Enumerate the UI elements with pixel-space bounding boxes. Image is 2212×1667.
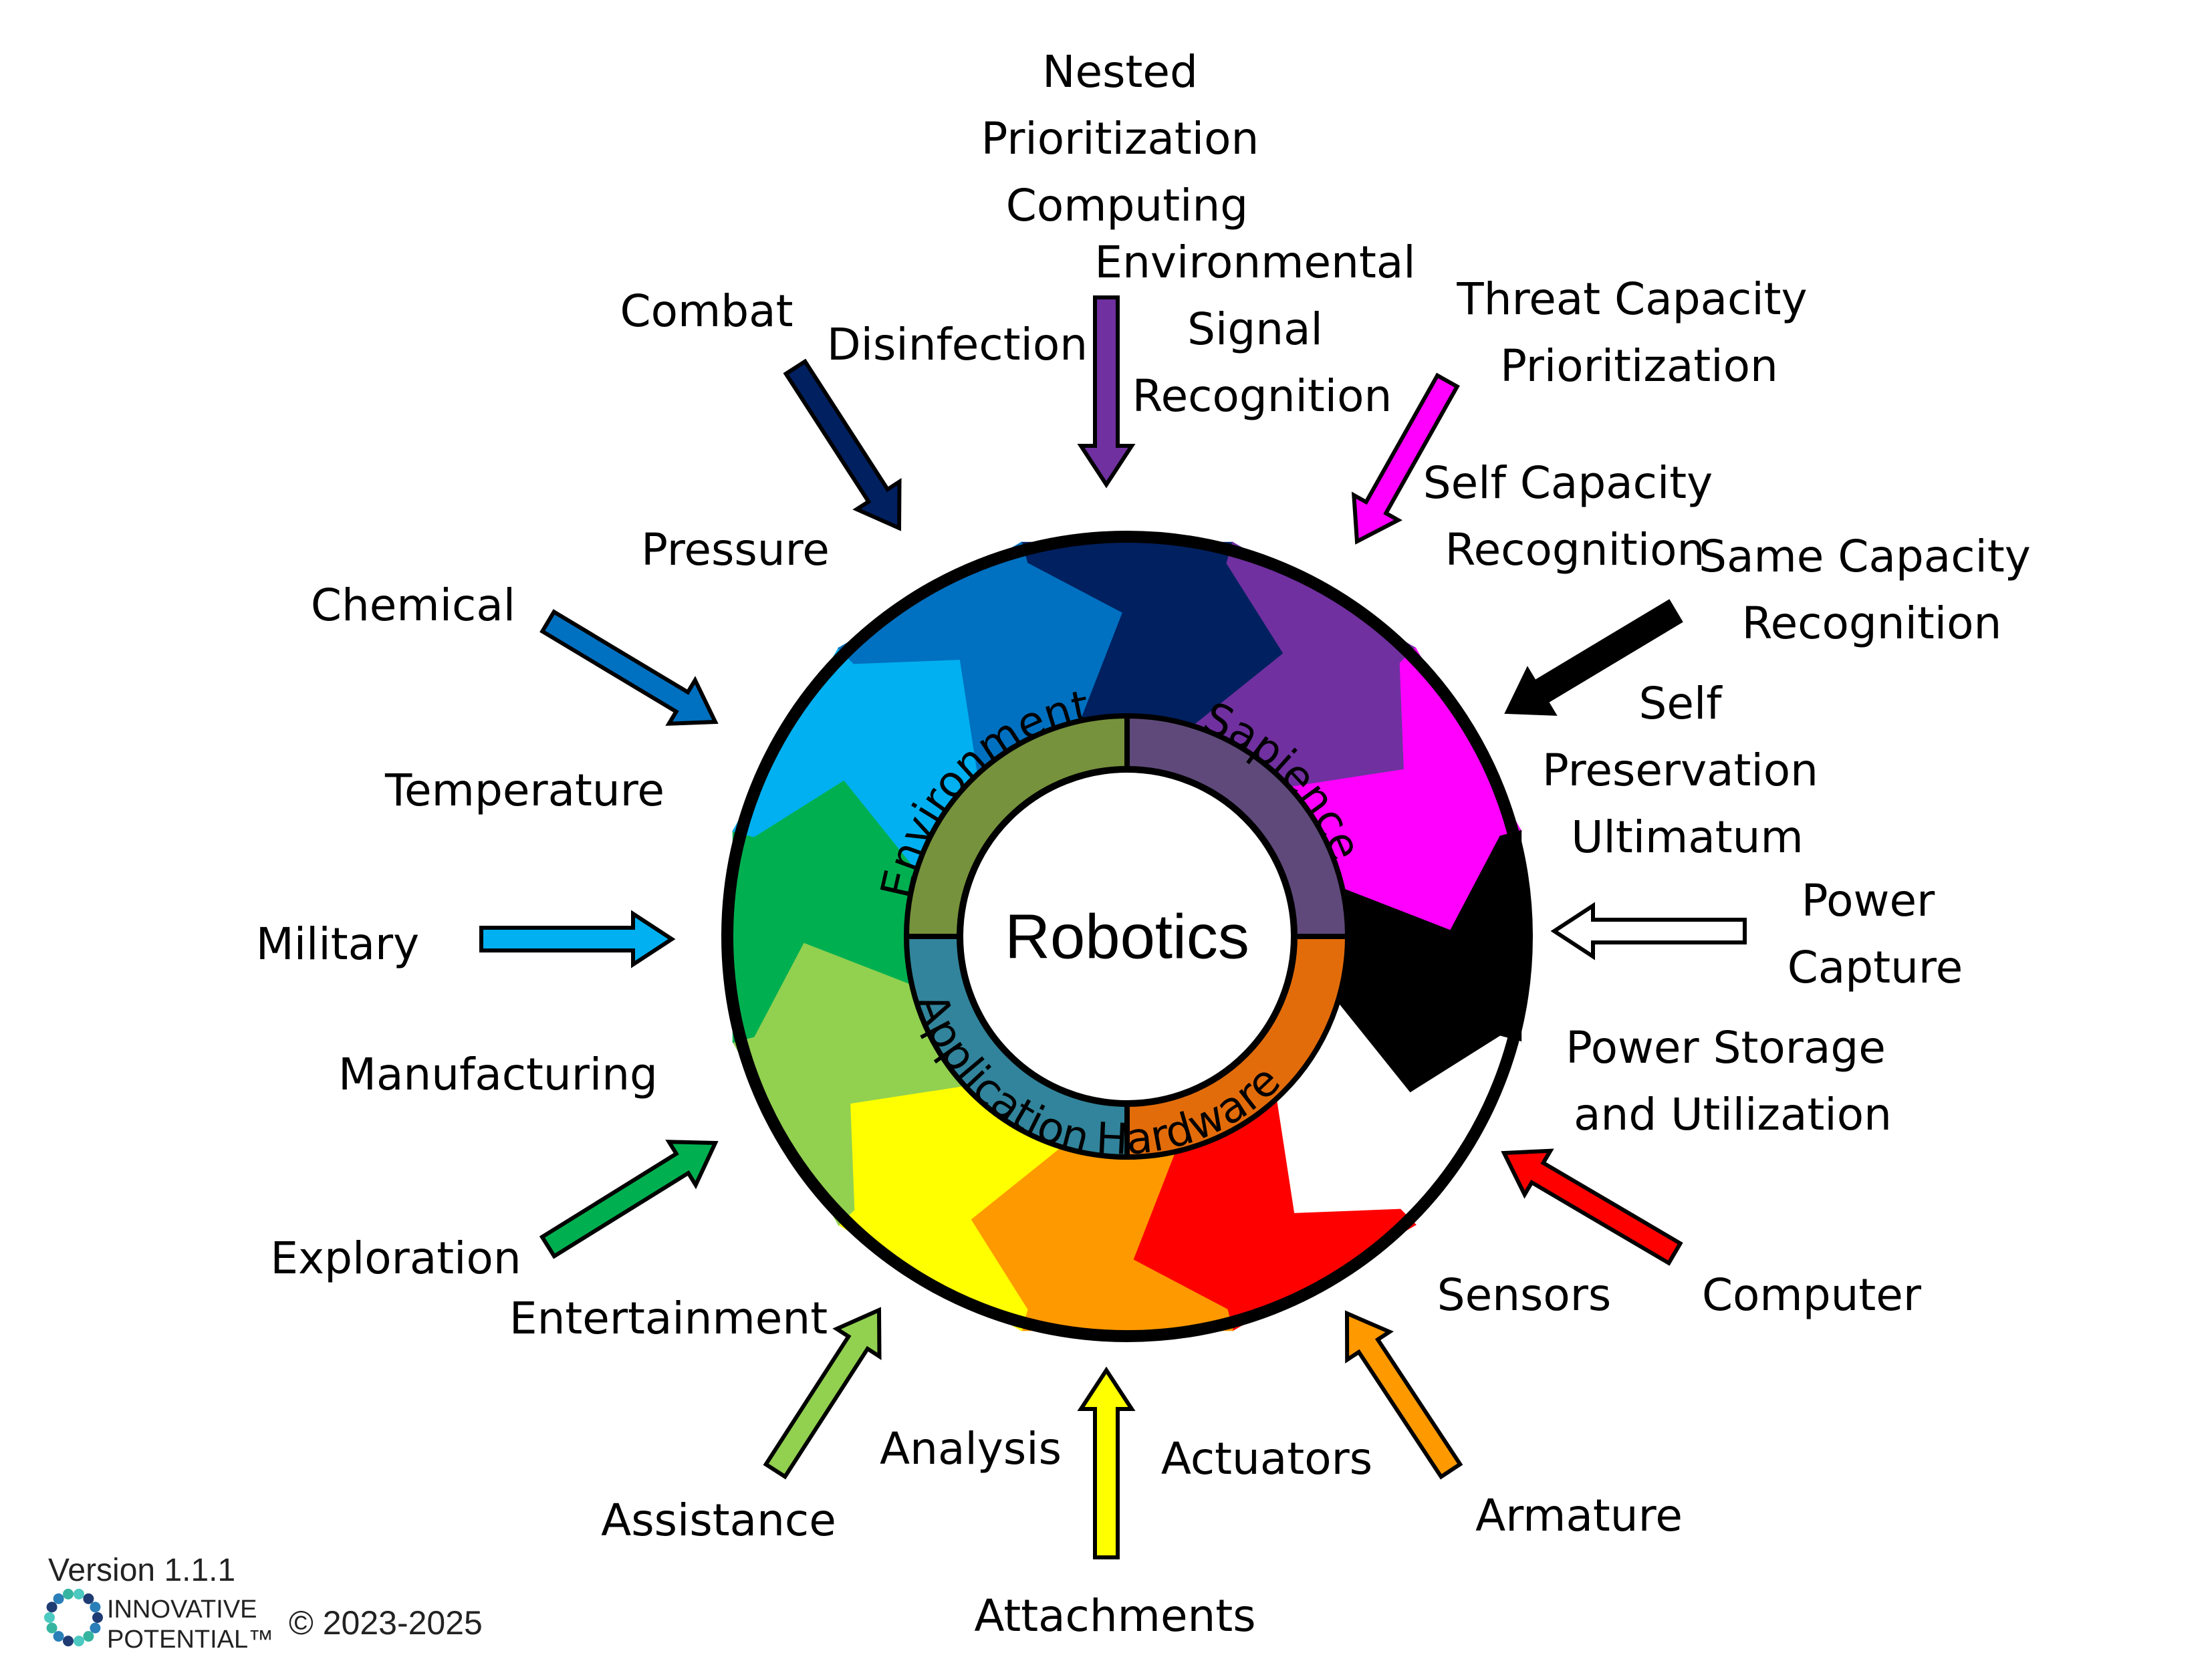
logo-dot — [63, 1636, 74, 1647]
logo-dot — [46, 1622, 57, 1634]
label-pressure: Pressure — [641, 524, 830, 575]
label-assistance: Assistance — [601, 1495, 836, 1546]
brand-name-line2: POTENTIAL™ — [107, 1626, 273, 1654]
logo-dot — [63, 1588, 74, 1599]
arrow-power-capture — [1550, 902, 1747, 960]
label-environmental-signal: Environmental Signal Recognition — [1094, 237, 1429, 422]
logo-dot — [83, 1631, 94, 1642]
label-attachments: Attachments — [974, 1590, 1255, 1642]
inner-quadrants — [903, 713, 1351, 1160]
label-manufacturing: Manufacturing — [338, 1049, 658, 1100]
label-armature: Armature — [1475, 1490, 1683, 1541]
outer-ring-border — [721, 531, 1533, 1342]
label-exploration: Exploration — [270, 1233, 521, 1284]
arrow-computer — [1501, 1148, 1683, 1266]
arrow-attachments — [1077, 1366, 1136, 1559]
label-self-preservation: Self Preservation Ultimatum — [1542, 678, 1832, 863]
logo-dot — [74, 1636, 84, 1647]
label-sensors: Sensors — [1437, 1269, 1612, 1321]
logo-dot — [90, 1601, 101, 1613]
label-military: Military — [256, 918, 419, 970]
arrow-threat — [1351, 372, 1460, 545]
logo-dot — [53, 1593, 64, 1604]
arrow-chemical — [539, 609, 719, 726]
brand-name-line1: INNOVATIVE — [107, 1595, 257, 1624]
label-same-capacity: Same Capacity Recognition — [1699, 531, 2045, 649]
label-self-capacity: Self Capacity Recognition — [1423, 457, 1727, 575]
arrow-assistance — [763, 1307, 882, 1480]
center-circle — [957, 766, 1298, 1107]
arrow-combat — [783, 358, 902, 531]
label-actuators: Actuators — [1161, 1433, 1372, 1485]
arrow-same-capacity — [1504, 599, 1683, 716]
logo-dot — [90, 1622, 101, 1634]
arrow-armature — [1344, 1310, 1463, 1480]
arrow-military — [479, 910, 676, 969]
label-nested-prioritization: Nested Prioritization Computing — [981, 46, 1273, 231]
label-computer: Computer — [1702, 1269, 1922, 1321]
label-power-storage: Power Storage and Utilization — [1566, 1022, 1900, 1140]
logo-dot — [44, 1612, 55, 1623]
logo-dot — [46, 1601, 57, 1613]
center-label: Robotics — [1005, 902, 1249, 972]
label-temperature: Temperature — [384, 765, 664, 816]
label-chemical: Chemical — [311, 580, 515, 631]
logo-dot — [83, 1593, 94, 1604]
arrow-nested — [1077, 295, 1136, 489]
pointer-arrows — [479, 295, 1747, 1559]
version-text: Version 1.1.1 — [48, 1553, 235, 1588]
label-power-capture: Power Capture — [1788, 875, 1963, 993]
logo-dot — [92, 1612, 103, 1623]
label-threat-capacity: Threat Capacity Prioritization — [1456, 273, 1821, 392]
copyright-text: © 2023-2025 — [289, 1604, 483, 1642]
brand-logo — [44, 1588, 103, 1647]
logo-dot — [53, 1631, 64, 1642]
arrow-exploration — [539, 1140, 719, 1259]
label-entertainment: Entertainment — [509, 1293, 828, 1344]
label-analysis: Analysis — [880, 1423, 1062, 1474]
logo-dot — [74, 1588, 84, 1599]
label-combat: Combat — [620, 285, 793, 337]
label-disinfection: Disinfection — [827, 319, 1088, 370]
